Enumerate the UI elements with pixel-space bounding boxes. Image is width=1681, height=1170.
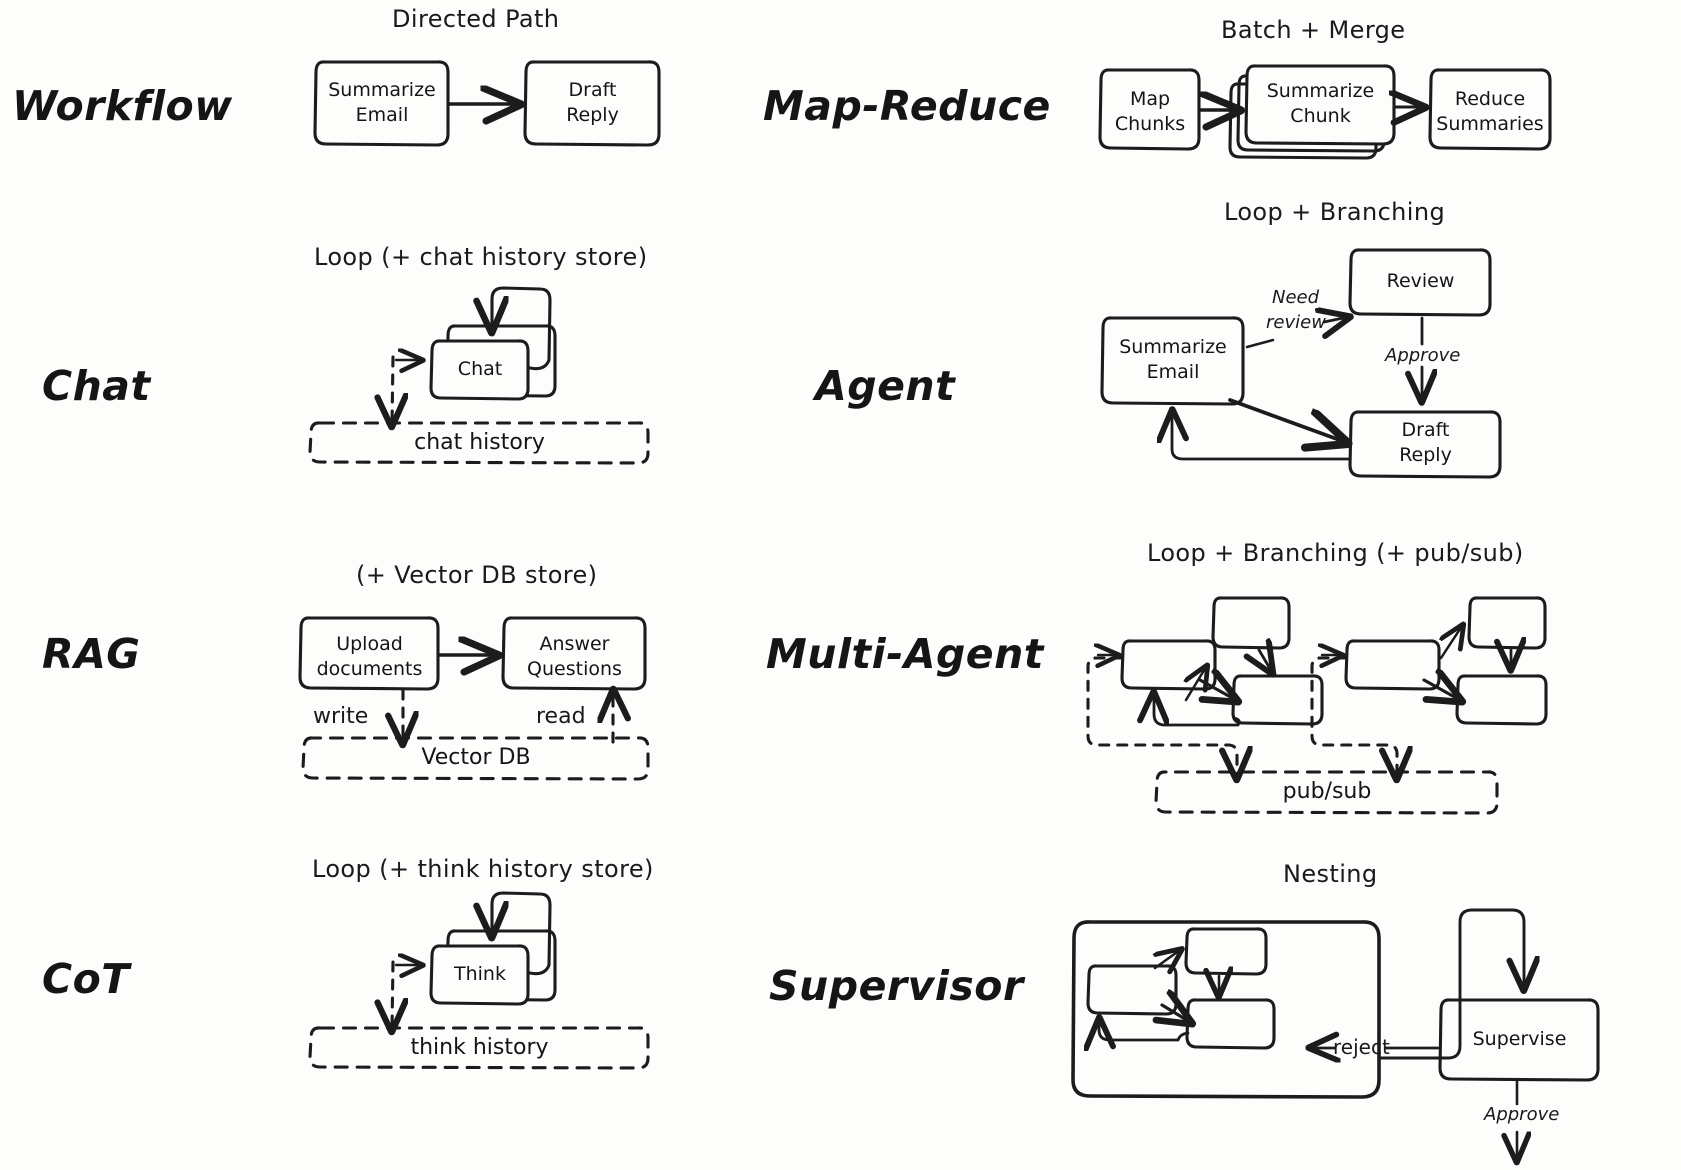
node-mb3-shape [1455,674,1548,726]
edge-mb-dashed-in [1310,656,1397,777]
node-mb2-shape [1467,596,1547,650]
edge-label-reject: reject [1333,1035,1390,1059]
node-label-answer-questions: Answer Questions [527,633,622,680]
node-label-agent-summarize-email: Summarize Email [1119,336,1227,383]
store-chat-history-shape [308,421,650,465]
edge-mb1-to-mb2 [1441,626,1462,660]
node-summarize-email-shape [313,60,450,147]
edge-label-write: write [313,704,369,729]
row-label-cot: CoT [42,955,130,1003]
edge-agent-need-review-arrow [1324,317,1348,322]
row-label-agent: Agent [815,362,956,410]
edge-agent-need-review [1245,338,1275,349]
row-label-rag: RAG [42,630,141,678]
node-s3-shape [1185,998,1276,1050]
node-s2-shape [1184,927,1268,976]
node-chat-stack-back [445,324,557,398]
caption-nesting: Nesting [1283,860,1378,888]
node-summarize-chunk-shape [1244,64,1396,146]
row-label-chat: Chat [42,362,151,410]
edge-ma2-to-ma3 [1259,650,1272,672]
edge-ma1-to-ma3 [1198,680,1236,700]
caption-batch-merge: Batch + Merge [1221,16,1406,44]
caption-loop-chat-history: Loop (+ chat history store) [314,243,648,271]
node-supervise-shape [1438,998,1600,1082]
node-label-draft-reply: Draft Reply [566,79,619,126]
store-think-history-shape [308,1026,650,1070]
caption-loop-branching-pubsub: Loop + Branching (+ pub/sub) [1147,539,1524,567]
edge-think-self-loop [492,891,552,976]
node-ma3-shape [1231,674,1324,726]
caption-loop-branching: Loop + Branching [1224,198,1446,226]
edge-label-need: Need [1272,287,1320,308]
node-label-think: Think [454,963,506,985]
node-think-stack-back [445,929,557,1002]
edge-label-read: read [536,704,586,729]
node-agent-summarize-email-shape [1100,316,1245,406]
node-label-supervise: Supervise [1472,1028,1567,1050]
caption-vector-db-store: (+ Vector DB store) [356,561,598,589]
edge-s1-to-s3 [1162,1005,1190,1022]
store-label-think-history: think history [410,1035,549,1060]
node-label-upload-documents: Upload documents [316,633,423,680]
caption-loop-think-history: Loop (+ think history store) [312,855,654,883]
node-label-reduce-summaries: Reduce Summaries [1436,88,1544,135]
node-review-shape [1348,248,1492,317]
edge-chat-to-store [392,355,393,424]
node-label-summarize-email: Summarize Email [328,79,436,126]
node-label-summarize-chunk: Summarize Chunk [1266,80,1375,127]
node-map-chunks-shape [1098,68,1201,151]
edge-think-to-store [392,960,393,1029]
store-label-pubsub: pub/sub [1282,779,1372,804]
caption-directed-path: Directed Path [392,5,560,33]
edge-agent-draft-to-summarize [1172,412,1352,461]
edge-s1-to-s2 [1155,950,1180,968]
group-subagent-box [1071,920,1381,1099]
node-reduce-summaries-shape [1428,68,1552,151]
edge-agent-summarize-to-draft [1228,398,1345,442]
edge-mb1-to-mb3 [1422,680,1460,700]
row-label-supervisor: Supervisor [769,962,1024,1010]
edge-ma-dashed-in [1086,656,1237,777]
edge-label-review: review [1266,312,1326,333]
node-ma2-shape [1211,596,1291,650]
store-label-vector-db: Vector DB [421,745,531,770]
store-vector-db-shape [301,736,650,781]
node-chat-shape [429,339,530,401]
node-upload-documents-shape [298,616,440,691]
node-label-map-chunks: Map Chunks [1114,88,1186,135]
edge-chat-self-loop [492,286,552,371]
edge-label-approve-supervisor: Approve [1484,1104,1560,1125]
node-label-review: Review [1386,270,1455,292]
edge-ma1-to-ma2 [1186,667,1206,702]
row-label-map-reduce: Map-Reduce [763,82,1051,130]
row-label-multi-agent: Multi-Agent [766,630,1044,678]
node-draft-reply-shape [523,60,661,147]
node-think-shape [429,944,530,1006]
edge-label-approve: Approve [1385,345,1461,366]
row-label-workflow: Workflow [12,82,233,130]
node-label-chat: Chat [457,358,503,380]
node-answer-questions-shape [501,616,647,691]
edge-ma3-to-ma1-loop [1154,694,1241,727]
store-pubsub-shape [1154,770,1499,815]
edge-group-to-supervise [1377,908,1524,1060]
node-label-agent-draft-reply: Draft Reply [1399,419,1452,466]
edge-s3-loop-to-s1 [1099,1020,1190,1040]
store-label-chat-history: chat history [414,430,545,455]
